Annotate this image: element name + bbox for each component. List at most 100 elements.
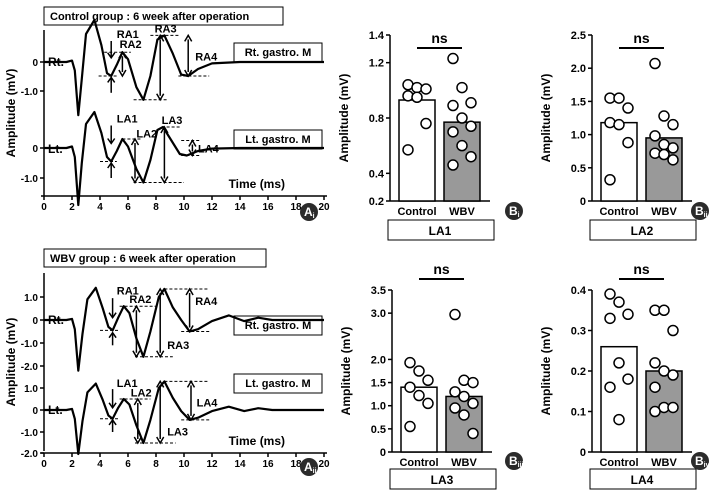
data-point bbox=[658, 148, 670, 161]
muscle-label: Lt. gastro. M bbox=[245, 134, 310, 146]
y-tick-label: 1.0 bbox=[371, 401, 386, 413]
x-category-label: WBV bbox=[449, 206, 475, 218]
data-point bbox=[422, 397, 434, 410]
y-tick-label: 0 bbox=[32, 144, 38, 155]
group-label: LA3 bbox=[431, 473, 454, 487]
emg-waveform bbox=[44, 18, 324, 117]
peak-annotation: RA2 bbox=[104, 39, 142, 78]
group-label-box bbox=[589, 468, 697, 490]
panel-label: Biv bbox=[691, 452, 710, 470]
data-point bbox=[447, 99, 459, 112]
peak-annotation: RA3 bbox=[133, 24, 179, 102]
panel-label: Ai bbox=[300, 203, 318, 221]
data-point bbox=[420, 83, 432, 95]
peak-annotation: LA4 bbox=[164, 379, 218, 422]
y-axis-label: Amplitude (mV) bbox=[4, 69, 18, 158]
arrow-head-top bbox=[118, 50, 127, 59]
group-label-box bbox=[387, 219, 495, 241]
arrow-head-top bbox=[160, 125, 169, 134]
peak-label: RA1 bbox=[117, 286, 139, 298]
panel-title: WBV group : 6 week after operation bbox=[50, 253, 236, 265]
significance-label: ns bbox=[431, 30, 448, 46]
arrow-head-top bbox=[156, 379, 165, 388]
data-point bbox=[413, 389, 425, 402]
y-axis-label: Amplitude (mV) bbox=[539, 74, 553, 163]
arrow-head-bottom bbox=[156, 350, 165, 359]
muscle-label-box bbox=[233, 373, 323, 394]
group-label-box bbox=[389, 468, 497, 490]
peak-label: LA4 bbox=[198, 144, 220, 156]
y-axis-label: Amplitude (mV) bbox=[337, 74, 351, 163]
peak-double-arrow bbox=[188, 139, 197, 157]
peak-label: RA4 bbox=[195, 296, 218, 308]
x-tick-label: 20 bbox=[318, 202, 330, 213]
panel-title: Control group : 6 week after operation bbox=[50, 11, 250, 23]
y-tick-label: 0.1 bbox=[571, 407, 586, 419]
peak-label: RA4 bbox=[195, 52, 218, 64]
x-tick-label: 20 bbox=[318, 459, 330, 470]
data-point bbox=[667, 118, 679, 131]
y-tick-label: 0 bbox=[580, 196, 586, 208]
data-point bbox=[622, 102, 634, 114]
x-tick-label: 2 bbox=[69, 459, 75, 470]
emg-waveform bbox=[44, 380, 324, 456]
arrow-head-top bbox=[186, 379, 196, 388]
peak-annotation: LA3 bbox=[135, 379, 188, 445]
x-tick-label: 14 bbox=[234, 459, 246, 470]
data-point bbox=[458, 390, 470, 403]
x-tick-label: 18 bbox=[290, 459, 302, 470]
x-tick-label: 10 bbox=[178, 202, 190, 213]
x-tick-label: 6 bbox=[125, 459, 131, 470]
peak-arrow-up bbox=[107, 161, 116, 178]
y-tick-label: -1.0 bbox=[21, 174, 39, 185]
y-tick-label: 0 bbox=[380, 447, 386, 459]
y-tick-label: 3.0 bbox=[371, 308, 386, 320]
y-tick-label: 3.5 bbox=[371, 285, 386, 297]
data-point bbox=[604, 312, 616, 325]
data-point bbox=[649, 381, 661, 393]
data-point bbox=[649, 57, 661, 70]
peak-annotation: LA4 bbox=[181, 139, 220, 157]
peak-arrow-up bbox=[108, 331, 117, 346]
significance-label: ns bbox=[633, 261, 650, 277]
x-tick-label: 8 bbox=[153, 459, 159, 470]
arrow-head bbox=[108, 402, 117, 410]
panel-label-badge bbox=[691, 452, 709, 470]
data-point bbox=[449, 386, 461, 398]
data-point bbox=[604, 381, 616, 393]
arrow-head-top bbox=[130, 137, 140, 146]
data-point bbox=[456, 139, 468, 152]
data-point bbox=[447, 159, 459, 171]
data-point bbox=[658, 304, 670, 316]
x-category-label: Control bbox=[599, 457, 638, 469]
y-tick-label: -2.0 bbox=[21, 449, 39, 460]
y-axis-label: Amplitude (mV) bbox=[4, 318, 18, 407]
panel-label-text: Ai bbox=[304, 205, 315, 220]
x-tick-label: 0 bbox=[41, 459, 47, 470]
peak-annotation: RA1 bbox=[98, 29, 139, 93]
x-axis-label: Time (ms) bbox=[229, 177, 285, 191]
panel-label-badge bbox=[505, 452, 523, 470]
y-tick-label: 0.3 bbox=[571, 326, 586, 338]
y-tick-label: 1.0 bbox=[24, 384, 38, 395]
data-point bbox=[613, 118, 625, 131]
peak-label: LA2 bbox=[136, 129, 157, 141]
peak-label: LA1 bbox=[117, 378, 138, 390]
peak-label: RA2 bbox=[129, 294, 151, 306]
data-point bbox=[658, 110, 670, 122]
arrow-head-bottom bbox=[156, 93, 165, 102]
panel-label-badge bbox=[300, 458, 318, 476]
panel-label: Aii bbox=[300, 458, 318, 476]
data-point bbox=[667, 324, 679, 337]
panel-title-box bbox=[43, 6, 284, 26]
data-point bbox=[456, 81, 468, 94]
data-point bbox=[404, 420, 416, 433]
peak-double-arrow bbox=[184, 33, 193, 78]
peak-double-arrow bbox=[156, 287, 165, 359]
data-point bbox=[465, 97, 477, 109]
data-point bbox=[449, 402, 461, 414]
x-category-label: WBV bbox=[651, 206, 677, 218]
data-point bbox=[667, 142, 679, 154]
y-tick-label: 0.2 bbox=[369, 196, 384, 208]
